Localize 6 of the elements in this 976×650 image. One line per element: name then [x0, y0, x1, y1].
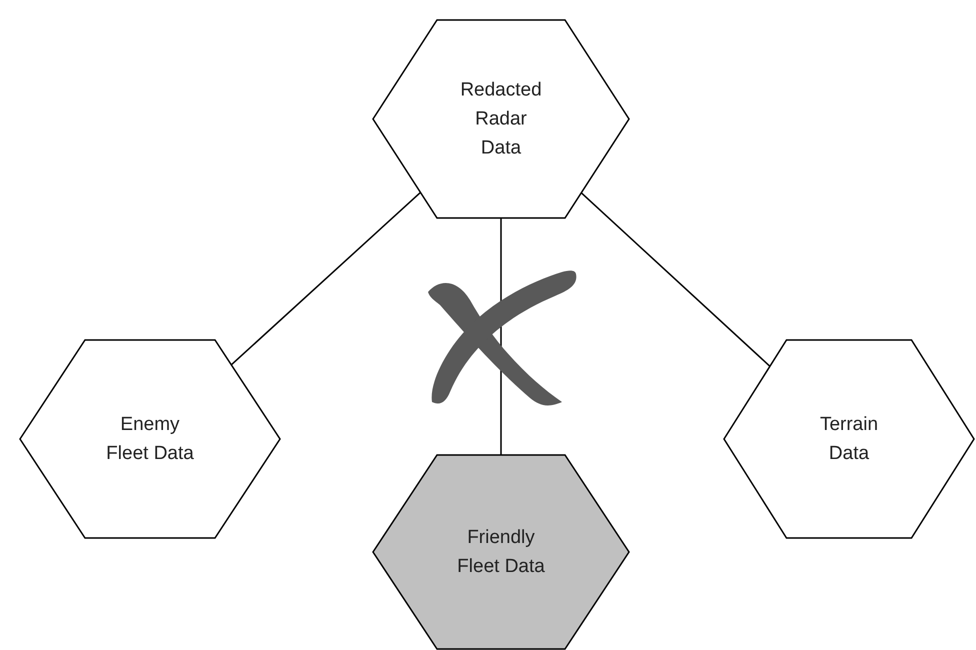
node-label: Terrain Data — [818, 413, 880, 466]
node-label: Redacted Radar Data — [459, 78, 543, 160]
connector-line — [230, 192, 421, 366]
connector-line — [580, 192, 770, 367]
node-label: Enemy Fleet Data — [105, 413, 195, 466]
node-label: Friendly Fleet Data — [456, 526, 546, 579]
